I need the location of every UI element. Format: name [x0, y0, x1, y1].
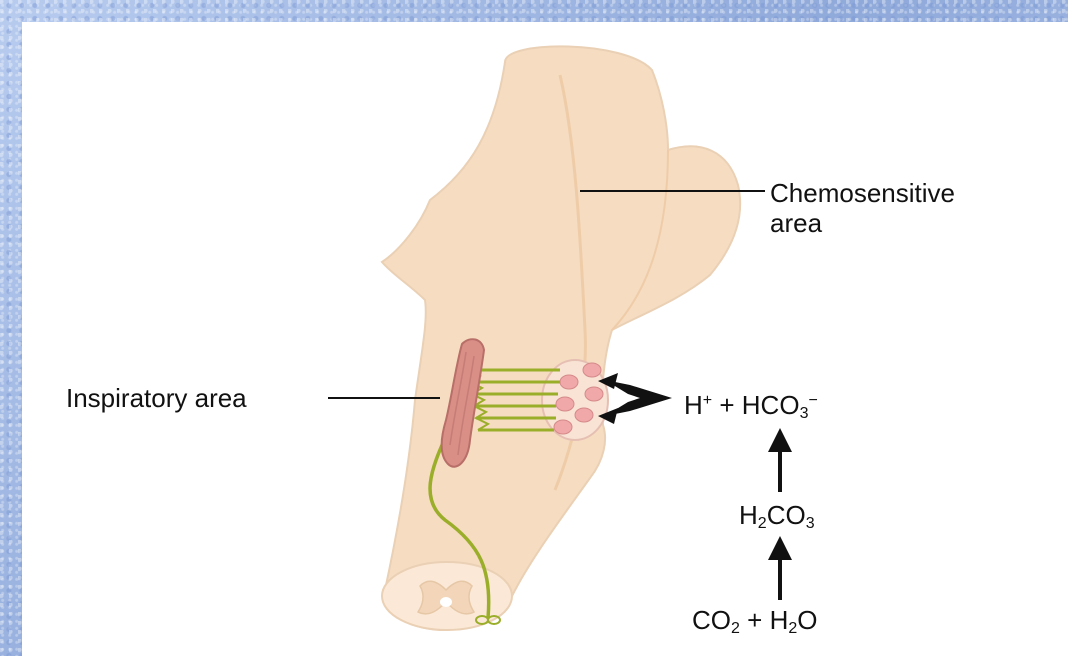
neuron-cell [560, 375, 578, 389]
hydrogen-ion: H [684, 390, 703, 420]
chemosensitive-label: Chemosensitive area [770, 178, 955, 238]
up-arrow [768, 428, 792, 452]
water-h: H [770, 605, 789, 635]
carbon-dioxide: CO [692, 605, 731, 635]
chemosensitive-label-line2: area [770, 208, 955, 238]
reactants-plus: + [747, 605, 762, 635]
equation-products: H+ + HCO3− [684, 386, 818, 429]
equation-reactants: CO2 + H2O [692, 605, 817, 644]
bicarbonate: HCO [742, 390, 800, 420]
neuron-cell [585, 387, 603, 401]
inspiratory-label: Inspiratory area [66, 383, 247, 413]
products-plus: + [719, 390, 734, 420]
neuron-cell [583, 363, 601, 377]
neuron-cell [554, 420, 572, 434]
neuron-cell [575, 408, 593, 422]
brainstem [382, 46, 740, 630]
water-subscript: 2 [788, 620, 797, 637]
carbon-dioxide-subscript: 2 [731, 620, 740, 637]
carbonic-h: H [739, 500, 758, 530]
brainstem-shape [382, 46, 740, 630]
hydrogen-charge: + [703, 392, 712, 409]
bicarbonate-charge: − [808, 392, 817, 409]
neuron-cell [556, 397, 574, 411]
carbonic-h-subscript: 2 [758, 515, 767, 532]
carbonic-co-subscript: 3 [806, 515, 815, 532]
carbonic-co: CO [767, 500, 806, 530]
up-arrow [768, 536, 792, 560]
chemosensitive-label-line1: Chemosensitive [770, 178, 955, 208]
equation-carbonic-acid: H2CO3 [739, 500, 815, 539]
water-o: O [797, 605, 817, 635]
central-canal [440, 597, 452, 607]
chemosensitive-cluster [542, 360, 608, 440]
